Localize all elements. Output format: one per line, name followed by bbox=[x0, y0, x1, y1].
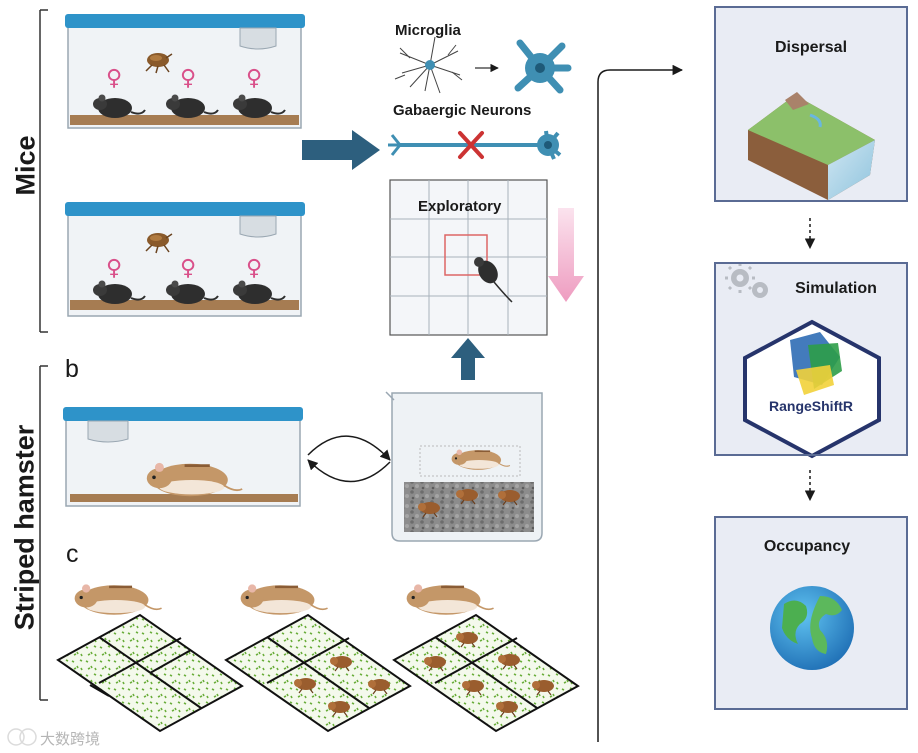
female-symbol: ♀ bbox=[246, 256, 263, 281]
pink-down-arrow bbox=[548, 208, 584, 302]
female-symbol: ♀ bbox=[106, 66, 123, 91]
mouse-icon bbox=[474, 257, 513, 303]
arrow-up-to-grid bbox=[451, 338, 485, 380]
simulation-panel: Simulation RangeShiftR bbox=[714, 262, 908, 456]
mice-label: Mice bbox=[10, 135, 41, 196]
hamster-cage bbox=[63, 407, 303, 507]
female-symbol: ♀ bbox=[180, 66, 197, 91]
occupancy-panel: Occupancy bbox=[714, 516, 908, 710]
mice-bracket bbox=[39, 9, 48, 333]
earth-icon bbox=[770, 586, 854, 670]
panel-b-label: b bbox=[65, 355, 79, 383]
exchange-arrows bbox=[307, 435, 391, 483]
arrow-to-neurons bbox=[302, 130, 380, 170]
exploratory-grid bbox=[389, 179, 548, 336]
female-symbol: ♀ bbox=[246, 66, 263, 91]
exploratory-label: Exploratory bbox=[418, 198, 502, 215]
dispersal-title: Dispersal bbox=[774, 39, 848, 56]
microglia-icon bbox=[394, 36, 572, 94]
microglia-label: Microglia bbox=[395, 22, 461, 39]
beaker-icon bbox=[385, 391, 543, 542]
neuron-icon bbox=[388, 130, 562, 160]
panel-c-grids bbox=[56, 583, 580, 733]
striped-hamster-label: Striped hamster bbox=[9, 424, 40, 631]
female-symbol: ♀ bbox=[106, 256, 123, 281]
female-symbol: ♀ bbox=[180, 256, 197, 281]
panel-c-label: c bbox=[66, 540, 79, 568]
watermark-logo bbox=[7, 728, 37, 746]
occupancy-title: Occupancy bbox=[763, 538, 851, 555]
simulation-title: Simulation bbox=[795, 280, 877, 297]
mouse-cage-bottom bbox=[65, 202, 305, 317]
watermark-text: 大数跨境 bbox=[40, 730, 101, 748]
gear-icon bbox=[725, 263, 768, 298]
rangeshiftr-logo bbox=[743, 319, 881, 459]
gabaergic-neurons-label: Gabaergic Neurons bbox=[393, 102, 532, 119]
mouse-cage-top bbox=[65, 14, 305, 129]
dispersal-panel: Dispersal bbox=[714, 6, 908, 202]
rangeshiftr-label: RangeShiftR bbox=[769, 398, 853, 414]
workflow-connector bbox=[597, 64, 684, 742]
hamster-bracket bbox=[39, 365, 48, 701]
terrain-icon bbox=[748, 92, 875, 200]
